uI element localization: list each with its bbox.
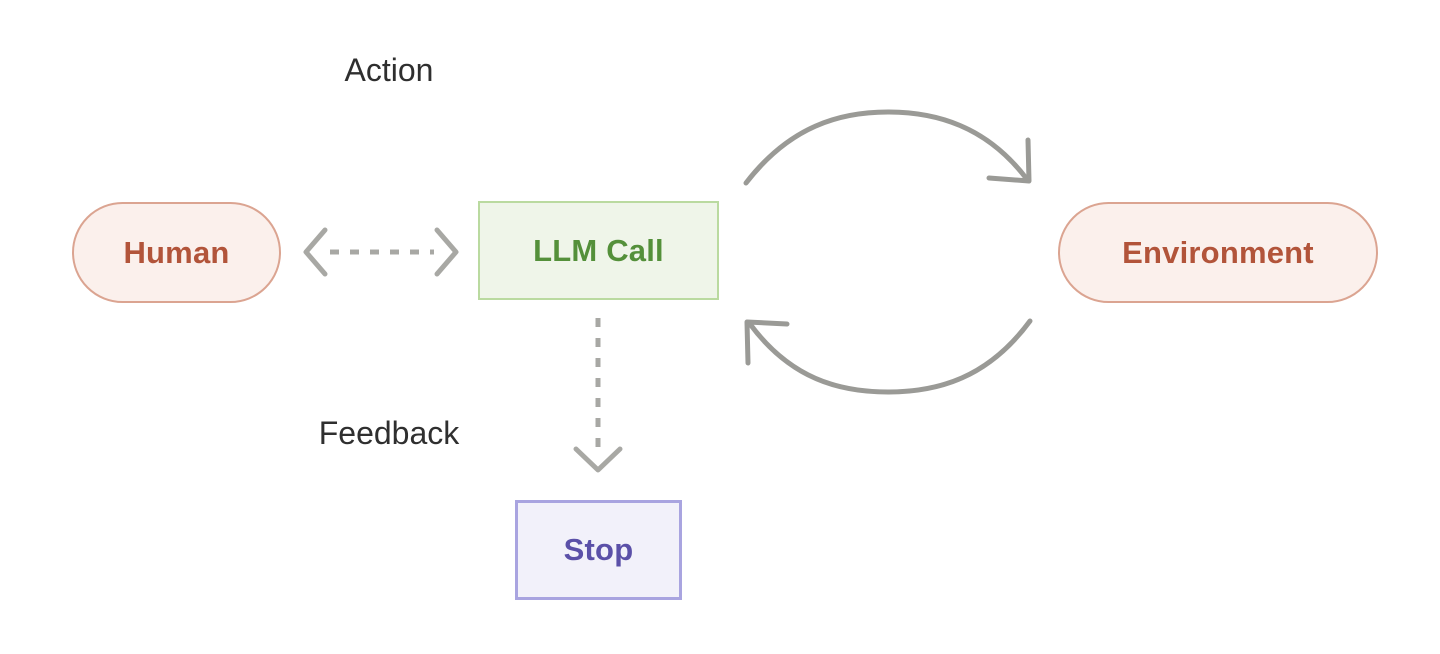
arrowhead-left-chevron-icon — [303, 227, 328, 277]
node-stop[interactable]: Stop — [515, 500, 682, 600]
edge-label-feedback: Feedback — [318, 415, 460, 451]
arrowhead-right-chevron-icon — [434, 227, 459, 277]
action-arrowhead-icon — [986, 137, 1032, 184]
node-environment[interactable]: Environment — [1058, 202, 1378, 303]
arrowhead-down-chevron-icon — [573, 446, 623, 473]
edge-human-llm — [303, 227, 459, 277]
node-human[interactable]: Human — [72, 202, 281, 303]
node-llm-call-label: LLM Call — [533, 232, 664, 268]
node-human-label: Human — [123, 234, 230, 270]
action-arc-line — [743, 109, 1029, 186]
node-stop-label: Stop — [563, 532, 634, 567]
edge-feedback-arc — [744, 318, 1033, 395]
feedback-arc-line — [747, 318, 1033, 395]
node-llm-call[interactable]: LLM Call — [478, 201, 719, 300]
edge-label-action: Action — [344, 52, 434, 88]
node-environment-label: Environment — [1122, 234, 1314, 270]
edge-action-arc — [743, 109, 1032, 186]
feedback-arrowhead-icon — [744, 319, 790, 366]
